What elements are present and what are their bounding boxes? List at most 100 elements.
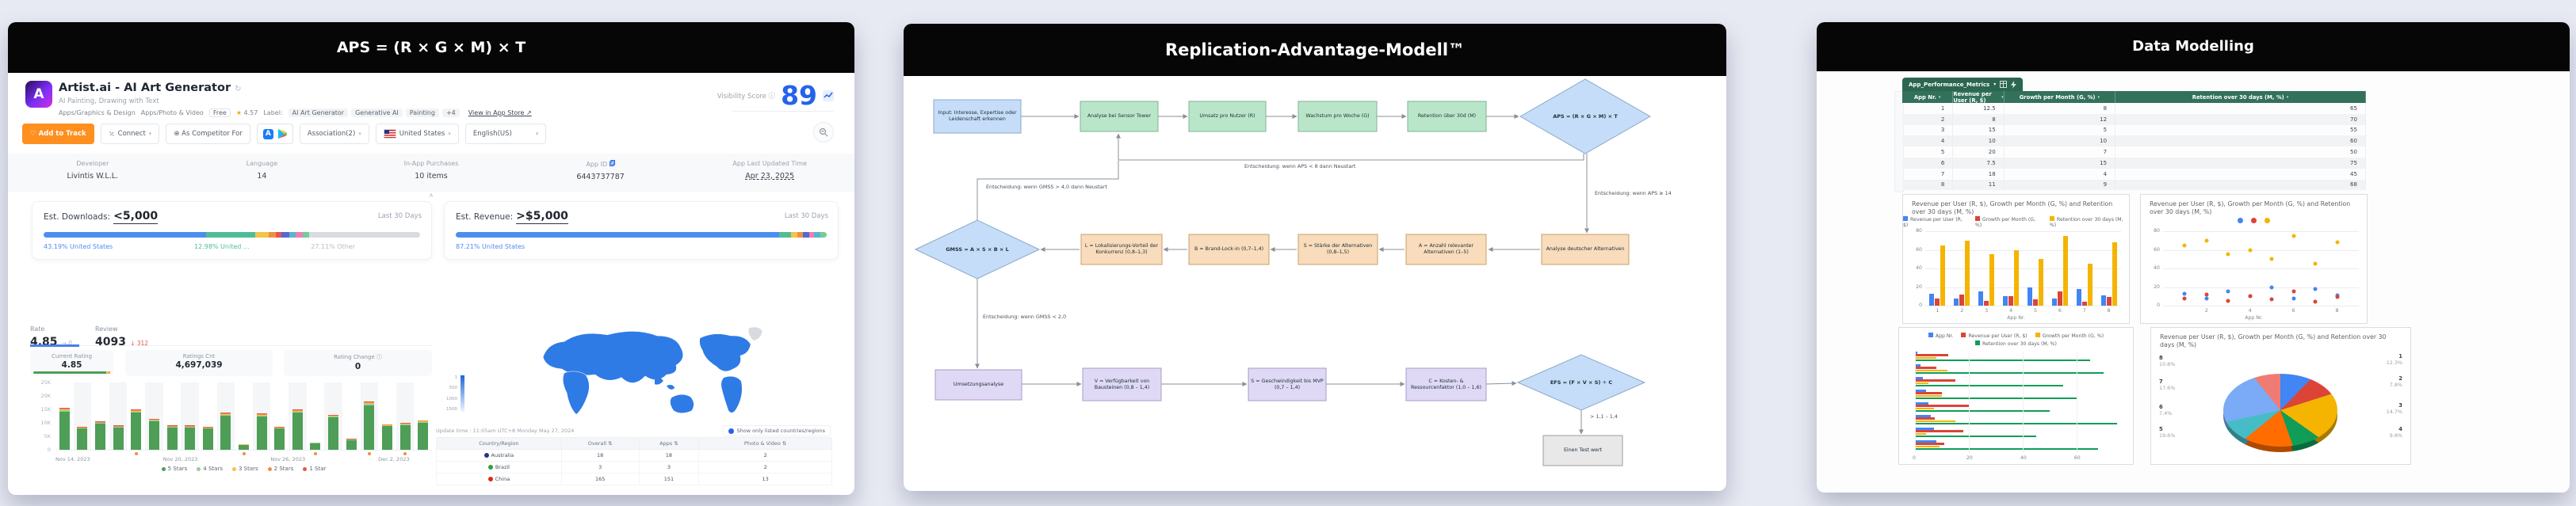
sheet-cell[interactable]: 60 [2115, 135, 2366, 147]
world-map[interactable] [483, 321, 816, 426]
sheet-cell[interactable]: 55 [2115, 124, 2366, 136]
flow-node-purple[interactable] [934, 369, 1022, 401]
sheet-cell[interactable]: 7 [1902, 168, 1954, 180]
flow-node-orange[interactable] [1298, 234, 1378, 265]
tab-review-label[interactable]: Review [95, 325, 118, 333]
sheet-cell[interactable]: 12.5 [1953, 103, 2005, 114]
rating-bar-segment [95, 423, 106, 424]
sheet-column-header[interactable]: App Nr.▾ [1902, 91, 1954, 103]
flow-decision-node[interactable] [914, 219, 1041, 280]
listed-countries-checkbox[interactable]: Show only listed countries/regions [722, 425, 831, 436]
flow-node-gray[interactable] [1542, 435, 1623, 466]
y-tick-label: 80 [1916, 228, 1922, 234]
flow-node-blue[interactable] [933, 99, 1022, 134]
gridline [1925, 249, 2121, 251]
sheet-cell[interactable]: 75 [2115, 157, 2366, 169]
legend-item: Growth per Month (G, %) [1974, 216, 2036, 228]
sheet-cell[interactable]: 70 [2115, 113, 2366, 125]
flow-node-green[interactable] [1298, 101, 1378, 132]
language-dropdown[interactable]: English(US)▾ [464, 124, 547, 144]
y-tick: 20K [40, 393, 51, 399]
label-chip[interactable]: Painting [405, 108, 439, 117]
google-play-icon[interactable] [277, 129, 287, 139]
country-dropdown[interactable]: United States▾ [375, 124, 459, 144]
sheet-cell[interactable]: 11 [1953, 179, 2005, 191]
refresh-icon[interactable]: ↻ [235, 85, 242, 93]
sheet-cell[interactable]: 8 [1902, 179, 1954, 191]
legend-label: 2 Stars [273, 466, 294, 472]
sheet-cell[interactable]: 20 [1953, 146, 2005, 158]
sheet-cell[interactable]: 1 [1902, 103, 1954, 114]
rating-bar-segment [113, 427, 124, 450]
rating-bar-segment [364, 401, 375, 402]
sheet-cell[interactable]: 7.5 [1953, 157, 2005, 169]
rating-bar-segment [274, 428, 285, 429]
sheet-cell[interactable]: 68 [2115, 179, 2366, 191]
flow-node-purple[interactable] [1248, 367, 1327, 401]
sheet-cell[interactable]: 15 [2005, 157, 2116, 169]
column-header[interactable]: Country/Region [436, 437, 562, 450]
est-revenue-value[interactable]: >$5,000 [516, 210, 568, 224]
sparkline-icon[interactable] [823, 89, 834, 101]
chart-zoom-button[interactable] [813, 122, 834, 143]
flow-node-purple[interactable] [1405, 367, 1487, 401]
rating-bar-segment [238, 444, 249, 450]
sheet-cell[interactable]: 5 [1902, 146, 1954, 158]
category-2[interactable]: Apps/Photo & Video [140, 109, 204, 116]
label-chip[interactable]: Generative AI [351, 108, 403, 117]
sheet-cell[interactable]: 5 [2005, 124, 2116, 136]
sheet-cell[interactable]: 8 [2005, 103, 2116, 114]
sheet-cell[interactable]: 65 [2115, 103, 2366, 114]
sheet-column-header[interactable]: Growth per Month (G, %)▾ [2005, 91, 2116, 103]
flow-node-orange[interactable] [1080, 234, 1163, 265]
sheet-column-header[interactable]: Revenue per User (R, $)▾ [1953, 90, 2005, 104]
category-1[interactable]: Apps/Graphics & Design [59, 109, 136, 116]
label-chip[interactable]: AI Art Generator [288, 108, 349, 117]
column-header[interactable]: Overall ⇅ [560, 437, 640, 450]
sheet-cell[interactable]: 50 [2115, 146, 2366, 158]
flow-node-green[interactable] [1080, 101, 1159, 132]
sheet-cell[interactable]: 12 [2005, 113, 2116, 125]
sheet-column-header[interactable]: Retention over 30 days (M, %)▾ [2115, 91, 2366, 103]
sheet-cell[interactable]: 10 [1953, 135, 2005, 147]
sheet-tab[interactable]: App_Performance_Metrics▾ [1902, 78, 2024, 91]
sheet-cell[interactable]: 6 [1902, 157, 1954, 169]
sheet-cell[interactable]: 4 [2005, 168, 2116, 180]
sheet-cell[interactable]: 4 [1902, 135, 1954, 147]
app-store-icon[interactable]: A [262, 128, 273, 139]
flow-node-orange[interactable] [1405, 234, 1487, 265]
sheet-cell[interactable]: 8 [1953, 113, 2005, 125]
flow-node-orange[interactable] [1188, 234, 1270, 265]
table-icon[interactable] [2000, 81, 2008, 88]
copy-icon[interactable] [607, 160, 615, 168]
collapse-caret[interactable]: ∧ [429, 192, 434, 199]
sheet-cell[interactable]: 18 [1953, 168, 2005, 180]
sheet-cell[interactable]: 3 [1902, 124, 1954, 136]
flow-decision-node[interactable] [1519, 78, 1652, 154]
label-chip[interactable]: +4 [441, 108, 460, 117]
sheet-cell[interactable]: 45 [2115, 168, 2366, 180]
flow-node-orange[interactable] [1541, 234, 1630, 265]
bolt-icon[interactable] [2011, 80, 2017, 89]
association-dropdown[interactable]: Association(2)▾ [299, 124, 369, 144]
flow-node-purple[interactable] [1082, 367, 1162, 401]
platform-toggle[interactable]: A [256, 124, 293, 144]
est-downloads-value[interactable]: <5,000 [113, 210, 159, 224]
sheet-cell[interactable]: 2 [1902, 113, 1954, 125]
view-in-app-store-link[interactable]: View in App Store ↗ [468, 109, 532, 116]
sheet-cell[interactable]: 10 [2005, 135, 2116, 147]
sheet-cell[interactable]: 7 [2005, 146, 2116, 158]
tab-rate-label[interactable]: Rate [30, 325, 45, 333]
flow-node-green[interactable] [1188, 101, 1267, 132]
as-competitor-button[interactable]: ⊕ As Competitor For [166, 124, 250, 144]
column-header[interactable]: Photo & Video ⇅ [698, 437, 832, 450]
sheet-cell[interactable]: 15 [1953, 124, 2005, 136]
flow-decision-node[interactable] [1516, 354, 1646, 411]
sheet-cell[interactable]: 9 [2005, 179, 2116, 191]
column-header[interactable]: Apps ⇅ [638, 437, 700, 450]
flow-node-green[interactable] [1407, 101, 1487, 132]
connect-button[interactable]: Connect▾ [100, 124, 160, 144]
add-to-track-button[interactable]: ♡ Add to Track [22, 124, 94, 144]
